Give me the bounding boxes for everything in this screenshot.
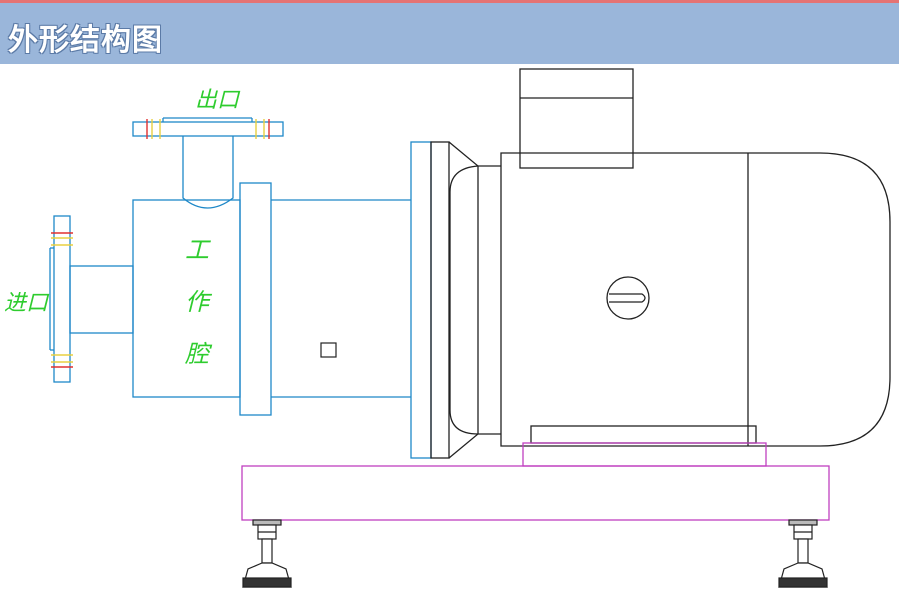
motor-eye-bolt — [606, 276, 650, 320]
terminal-box — [519, 68, 634, 169]
outlet-flange — [132, 121, 284, 137]
motor-mount-flange — [410, 141, 432, 459]
pump-assembly — [49, 117, 432, 459]
page-title: 外形结构图 — [8, 23, 163, 58]
right-leveling-foot — [778, 519, 828, 588]
motor-assembly — [430, 68, 891, 459]
motor-adapter-cone — [448, 141, 479, 459]
bolt-marks — [51, 119, 270, 368]
motor-adapter-plate — [430, 141, 450, 459]
inlet-pipe — [69, 265, 134, 334]
inlet-flange — [53, 215, 71, 383]
motor-front-bell — [449, 165, 501, 435]
leveling-feet — [242, 519, 828, 588]
motor-foot-plate — [530, 425, 757, 444]
outlet-label: 出口 — [195, 88, 241, 113]
title-bar: 外形结构图 — [0, 3, 899, 64]
left-leveling-foot — [242, 519, 292, 588]
inlet-label: 进口 — [4, 291, 50, 316]
chamber-label-2: 作 — [185, 288, 213, 316]
outlet-neck — [182, 136, 234, 209]
chamber-label-3: 腔 — [185, 340, 213, 368]
base-plate — [241, 465, 830, 521]
top-accent-rule — [0, 0, 899, 3]
casing-marker-square — [320, 342, 337, 358]
middle-flange — [239, 182, 272, 416]
chamber-label-1: 工 — [185, 236, 211, 264]
motor-body — [500, 152, 891, 447]
base-frame — [241, 442, 830, 521]
